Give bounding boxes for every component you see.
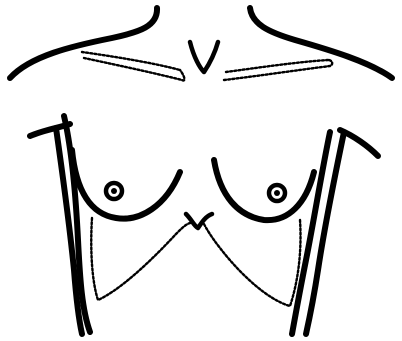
left-shoulder-line	[10, 8, 157, 78]
left-nipple-center	[111, 188, 117, 194]
left-collarbone-lower	[84, 58, 184, 81]
right-nipple-center	[274, 190, 280, 196]
neck-notch	[190, 42, 218, 72]
right-breast-curve	[214, 160, 314, 220]
left-breast-curve	[72, 150, 180, 219]
sternum-notch	[186, 214, 212, 228]
right-underside-dotted	[204, 220, 301, 306]
left-underside-dotted	[91, 218, 196, 300]
right-collarbone-upper	[226, 60, 328, 72]
